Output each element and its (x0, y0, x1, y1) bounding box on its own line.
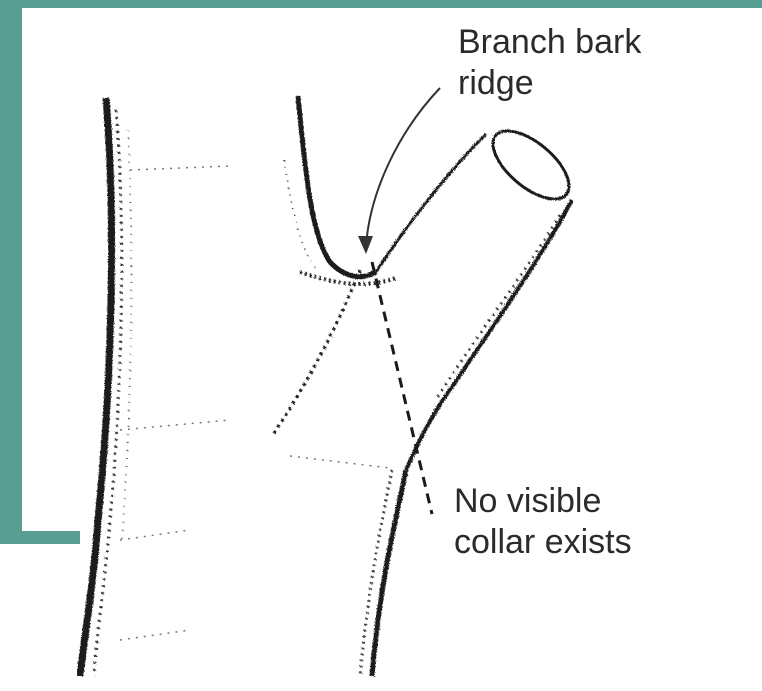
label-no-visible-collar: No visible collar exists (454, 481, 632, 563)
label-no-visible-collar-line2: collar exists (454, 522, 632, 563)
fork-left-stem (284, 96, 376, 277)
branch-bark-ridge-mark (272, 270, 396, 436)
left-trunk (80, 98, 131, 676)
lower-trunk (360, 470, 406, 676)
label-branch-bark-ridge-line2: ridge (458, 63, 641, 104)
bark-texture-lines (120, 166, 390, 640)
ridge-pointer-arrow (358, 88, 440, 254)
label-branch-bark-ridge-line1: Branch bark (458, 22, 641, 63)
label-branch-bark-ridge: Branch bark ridge (458, 22, 641, 104)
cut-branch (376, 119, 580, 470)
label-no-visible-collar-line1: No visible (454, 481, 632, 522)
cut-guide-dashed-line (372, 262, 432, 514)
